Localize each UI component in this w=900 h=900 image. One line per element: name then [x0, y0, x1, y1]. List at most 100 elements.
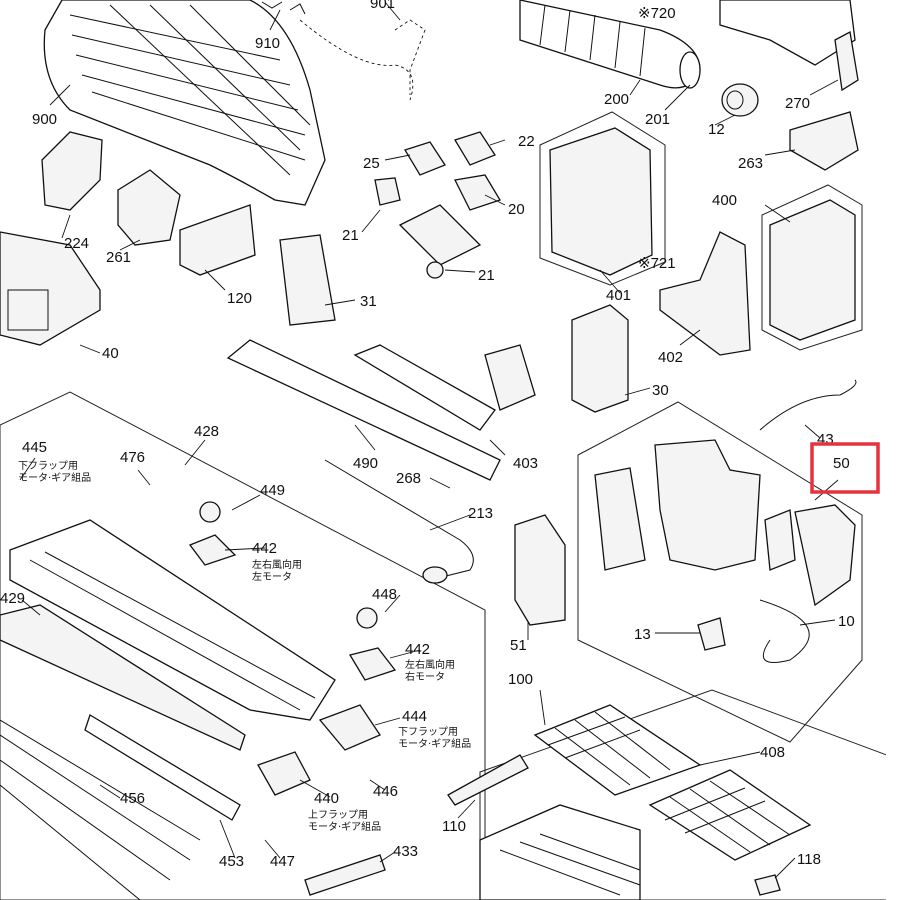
part-label-21a: 21	[342, 227, 359, 244]
cross-flow-fan-200	[519, 0, 701, 89]
wire-901	[394, 19, 426, 95]
note-442a-line1: 左右風向用	[252, 558, 302, 571]
control-box-group	[594, 379, 857, 663]
note-442a-line2: 左モータ	[252, 570, 292, 583]
sensor-cover-400	[769, 199, 856, 341]
control-box-group-frame	[577, 401, 863, 743]
bracket-402	[659, 231, 751, 356]
part-label-442a: 442	[252, 540, 277, 557]
electrical-cover-frame	[539, 111, 666, 286]
part-label-402: 402	[658, 349, 683, 366]
connector-118	[754, 874, 781, 896]
part-label-224: 224	[64, 235, 89, 252]
part-label-22: 22	[518, 133, 535, 150]
part-label-200: 200	[604, 91, 629, 108]
motor-assemblies	[188, 501, 397, 796]
part-label-442b: 442	[405, 641, 430, 658]
fan-motor-12	[721, 83, 759, 117]
part-label-100: 100	[508, 671, 533, 688]
part-label-447: 447	[270, 853, 295, 870]
part-label-428: 428	[194, 423, 219, 440]
part-label-408: 408	[760, 744, 785, 761]
part-label-31: 31	[360, 293, 377, 310]
part-label-30: 30	[652, 382, 669, 399]
note-445-line2: モータ·ギア組品	[18, 471, 91, 484]
part-40	[0, 231, 101, 346]
louver-drive-cluster	[279, 131, 501, 326]
strip-110	[447, 754, 529, 806]
part-label-270: 270	[785, 95, 810, 112]
part-label-40: 40	[102, 345, 119, 362]
bracket-270	[834, 31, 859, 92]
sensor-910	[261, 1, 306, 15]
part-label-403: 403	[513, 455, 538, 472]
sensor-box-frame	[761, 184, 863, 351]
heat-exchanger-900	[43, 0, 414, 206]
part-label-110: 110	[442, 818, 466, 835]
rail-403	[353, 344, 496, 431]
note-442b-line2: 右モータ	[405, 670, 445, 683]
part-label-12: 12	[708, 121, 725, 138]
note-440-line1: 上フラップ用	[308, 809, 368, 821]
part-label-444: 444	[402, 708, 427, 725]
electrical-cover-401	[549, 127, 653, 276]
part-label-440: 440	[314, 790, 339, 807]
part-label-433: 433	[393, 843, 418, 860]
part-label-910: 910	[255, 35, 280, 52]
note-440-line2: モータ·ギア組品	[308, 820, 381, 833]
part-label-901: 901	[370, 0, 395, 12]
part-120	[179, 204, 256, 276]
part-433	[304, 854, 386, 896]
part-label-900: 900	[32, 111, 57, 128]
front-frame-428	[9, 519, 336, 721]
note-444-line2: モータ·ギア組品	[398, 737, 471, 750]
part-label-50: 50	[833, 455, 850, 472]
lower-bar	[0, 719, 201, 900]
part-label-476: 476	[120, 449, 145, 466]
highlight-box-50	[810, 442, 880, 494]
right-margin	[886, 0, 900, 900]
louver-429	[0, 604, 246, 751]
cover-51	[514, 514, 566, 626]
terminal-30	[571, 304, 629, 413]
rail-490	[226, 339, 501, 481]
bracket-263	[789, 111, 859, 171]
part-label-21b: 21	[478, 267, 495, 284]
part-label-401: 401	[606, 287, 631, 304]
part-label-118: 118	[797, 851, 821, 868]
note-442b-line1: 左右風向用	[405, 658, 455, 671]
part-label-446: 446	[373, 783, 398, 800]
part-label-453: 453	[219, 853, 244, 870]
drain-hose-213	[324, 459, 474, 581]
part-label-201: 201	[645, 111, 670, 128]
part-label-429: 429	[0, 590, 25, 607]
part-label-51: 51	[510, 637, 527, 654]
note-444-line1: 下フラップ用	[398, 726, 458, 738]
part-label-263: 263	[738, 155, 763, 172]
part-label-490: 490	[353, 455, 378, 472]
part-label-261: 261	[106, 249, 131, 266]
air-filters-408	[533, 704, 812, 861]
part-label-456: 456	[120, 790, 145, 807]
housing-top-right	[719, 0, 856, 66]
part-label-400: 400	[712, 192, 737, 209]
part-label-445: 445	[22, 439, 47, 456]
bottom-grille	[479, 804, 641, 900]
part-40-window	[7, 289, 49, 331]
part-label-448: 448	[372, 586, 397, 603]
part-261	[117, 169, 181, 246]
part-label-13: 13	[634, 626, 651, 643]
bar-453	[84, 714, 241, 821]
note-445-line1: 下フラップ用	[18, 460, 78, 472]
part-label-25: 25	[363, 155, 380, 172]
part-label-449: 449	[260, 482, 285, 499]
part-label-213: 213	[468, 505, 493, 522]
part-label-20: 20	[508, 201, 525, 218]
terminal-board	[484, 344, 536, 411]
leader-lines	[19, 1, 839, 879]
part-label-10: 10	[838, 613, 855, 630]
part-label-720: ※720	[638, 5, 676, 22]
part-label-268: 268	[396, 470, 421, 487]
front-panel-group-frame	[0, 391, 486, 900]
